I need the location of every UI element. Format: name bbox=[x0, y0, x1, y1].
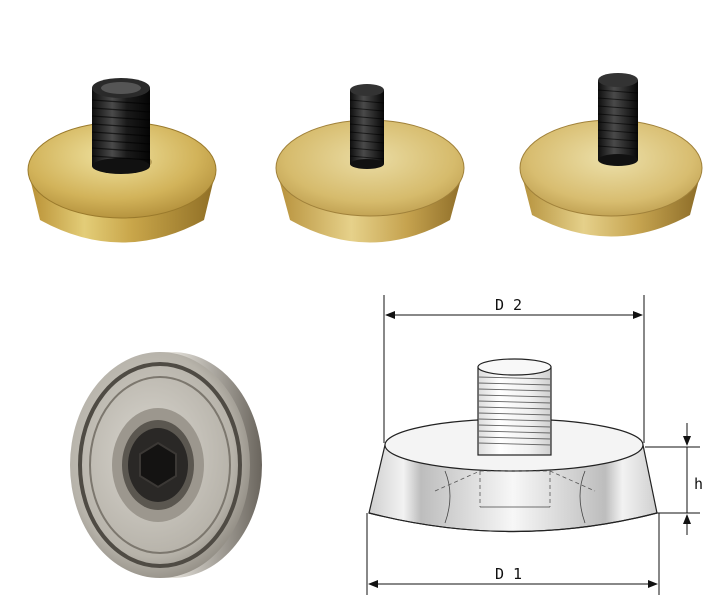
dimension-h bbox=[645, 423, 700, 535]
product-photo-3 bbox=[519, 73, 703, 237]
dimension-diagram: D 2 h bbox=[366, 295, 703, 595]
dimension-d2 bbox=[383, 295, 645, 443]
threaded-stud bbox=[477, 358, 552, 456]
product-photo-bottom-view bbox=[70, 352, 262, 578]
label-d1: D 1 bbox=[495, 565, 522, 583]
label-h: h bbox=[694, 475, 703, 493]
label-d2: D 2 bbox=[495, 296, 522, 314]
dimension-d1 bbox=[366, 513, 660, 595]
product-photo-2 bbox=[275, 84, 465, 243]
product-photo-1 bbox=[27, 78, 217, 243]
